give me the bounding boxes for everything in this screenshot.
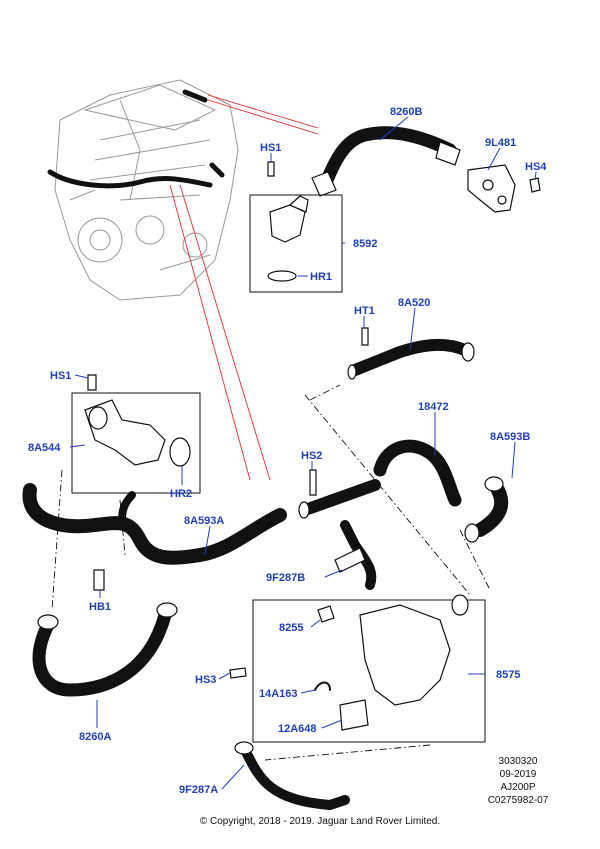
screw-HS4	[529, 177, 541, 193]
ref-number: 3030320	[499, 756, 538, 767]
screw-HS2	[309, 469, 317, 496]
callout-HS1-top: HS1	[260, 142, 281, 154]
callout-HS3: HS3	[195, 674, 216, 686]
relationship-lines	[51, 384, 491, 761]
callout-8255: 8255	[279, 622, 303, 634]
callout-8A520: 8A520	[398, 297, 430, 309]
hose-9F287A	[234, 741, 350, 810]
callout-HS1-left: HS1	[50, 370, 71, 382]
screw-HS1-top	[267, 161, 275, 177]
hose-8260B	[311, 126, 461, 197]
screw-HS3	[229, 667, 247, 679]
callout-8575: 8575	[496, 669, 520, 681]
hose-8A520	[347, 338, 475, 380]
callout-8A544: 8A544	[28, 442, 61, 454]
screw-HS1-left	[87, 374, 97, 391]
box-8A544	[71, 392, 201, 494]
callout-8260A: 8260A	[79, 731, 111, 743]
callout-labels: 8260B 9L481 HS4 HS1 8592 HR1 HT1 8A520 H…	[28, 106, 547, 796]
ref-code: C0275982-07	[488, 795, 549, 806]
callout-HR1: HR1	[310, 271, 332, 283]
hose-8A593A	[22, 483, 287, 565]
hose-18472	[373, 439, 462, 507]
callout-9L481: 9L481	[485, 137, 516, 149]
bolt-HB1	[93, 569, 105, 591]
callout-8A593A: 8A593A	[184, 515, 224, 527]
box-8575	[252, 599, 486, 743]
hose-9F287B	[334, 520, 377, 590]
callout-9F287B: 9F287B	[266, 572, 305, 584]
ref-date: 09-2019	[500, 769, 537, 780]
callout-HS4: HS4	[525, 161, 547, 173]
callout-12A648: 12A648	[278, 723, 317, 735]
callout-8A593B: 8A593B	[490, 431, 530, 443]
leader-lines	[69, 116, 537, 790]
copyright-notice: © Copyright, 2018 - 2019. Jaguar Land Ro…	[200, 816, 440, 827]
reference-lines	[169, 94, 319, 481]
engine-illustration	[47, 79, 239, 301]
callout-9F287A: 9F287A	[179, 784, 218, 796]
housing-8A544	[84, 399, 191, 467]
callout-HT1: HT1	[354, 305, 375, 317]
reference-block: 3030320 09-2019 AJ200P C0275982-07	[488, 756, 549, 806]
hose-8260A	[32, 602, 178, 697]
callout-HB1: HB1	[89, 601, 111, 613]
callout-HS2: HS2	[301, 450, 322, 462]
bracket-9L481	[467, 164, 516, 213]
housing-8575	[314, 594, 469, 731]
callout-14A163: 14A163	[259, 688, 298, 700]
sensor-HT1	[361, 327, 369, 346]
housing-8592	[267, 195, 309, 282]
ref-model: AJ200P	[500, 782, 535, 793]
callout-8592: 8592	[353, 238, 377, 250]
callout-18472: 18472	[418, 401, 449, 413]
hose-8A593B	[464, 476, 509, 543]
callout-8260B: 8260B	[390, 106, 422, 118]
callout-HR2: HR2	[170, 488, 192, 500]
pipe-HS2	[298, 479, 381, 519]
